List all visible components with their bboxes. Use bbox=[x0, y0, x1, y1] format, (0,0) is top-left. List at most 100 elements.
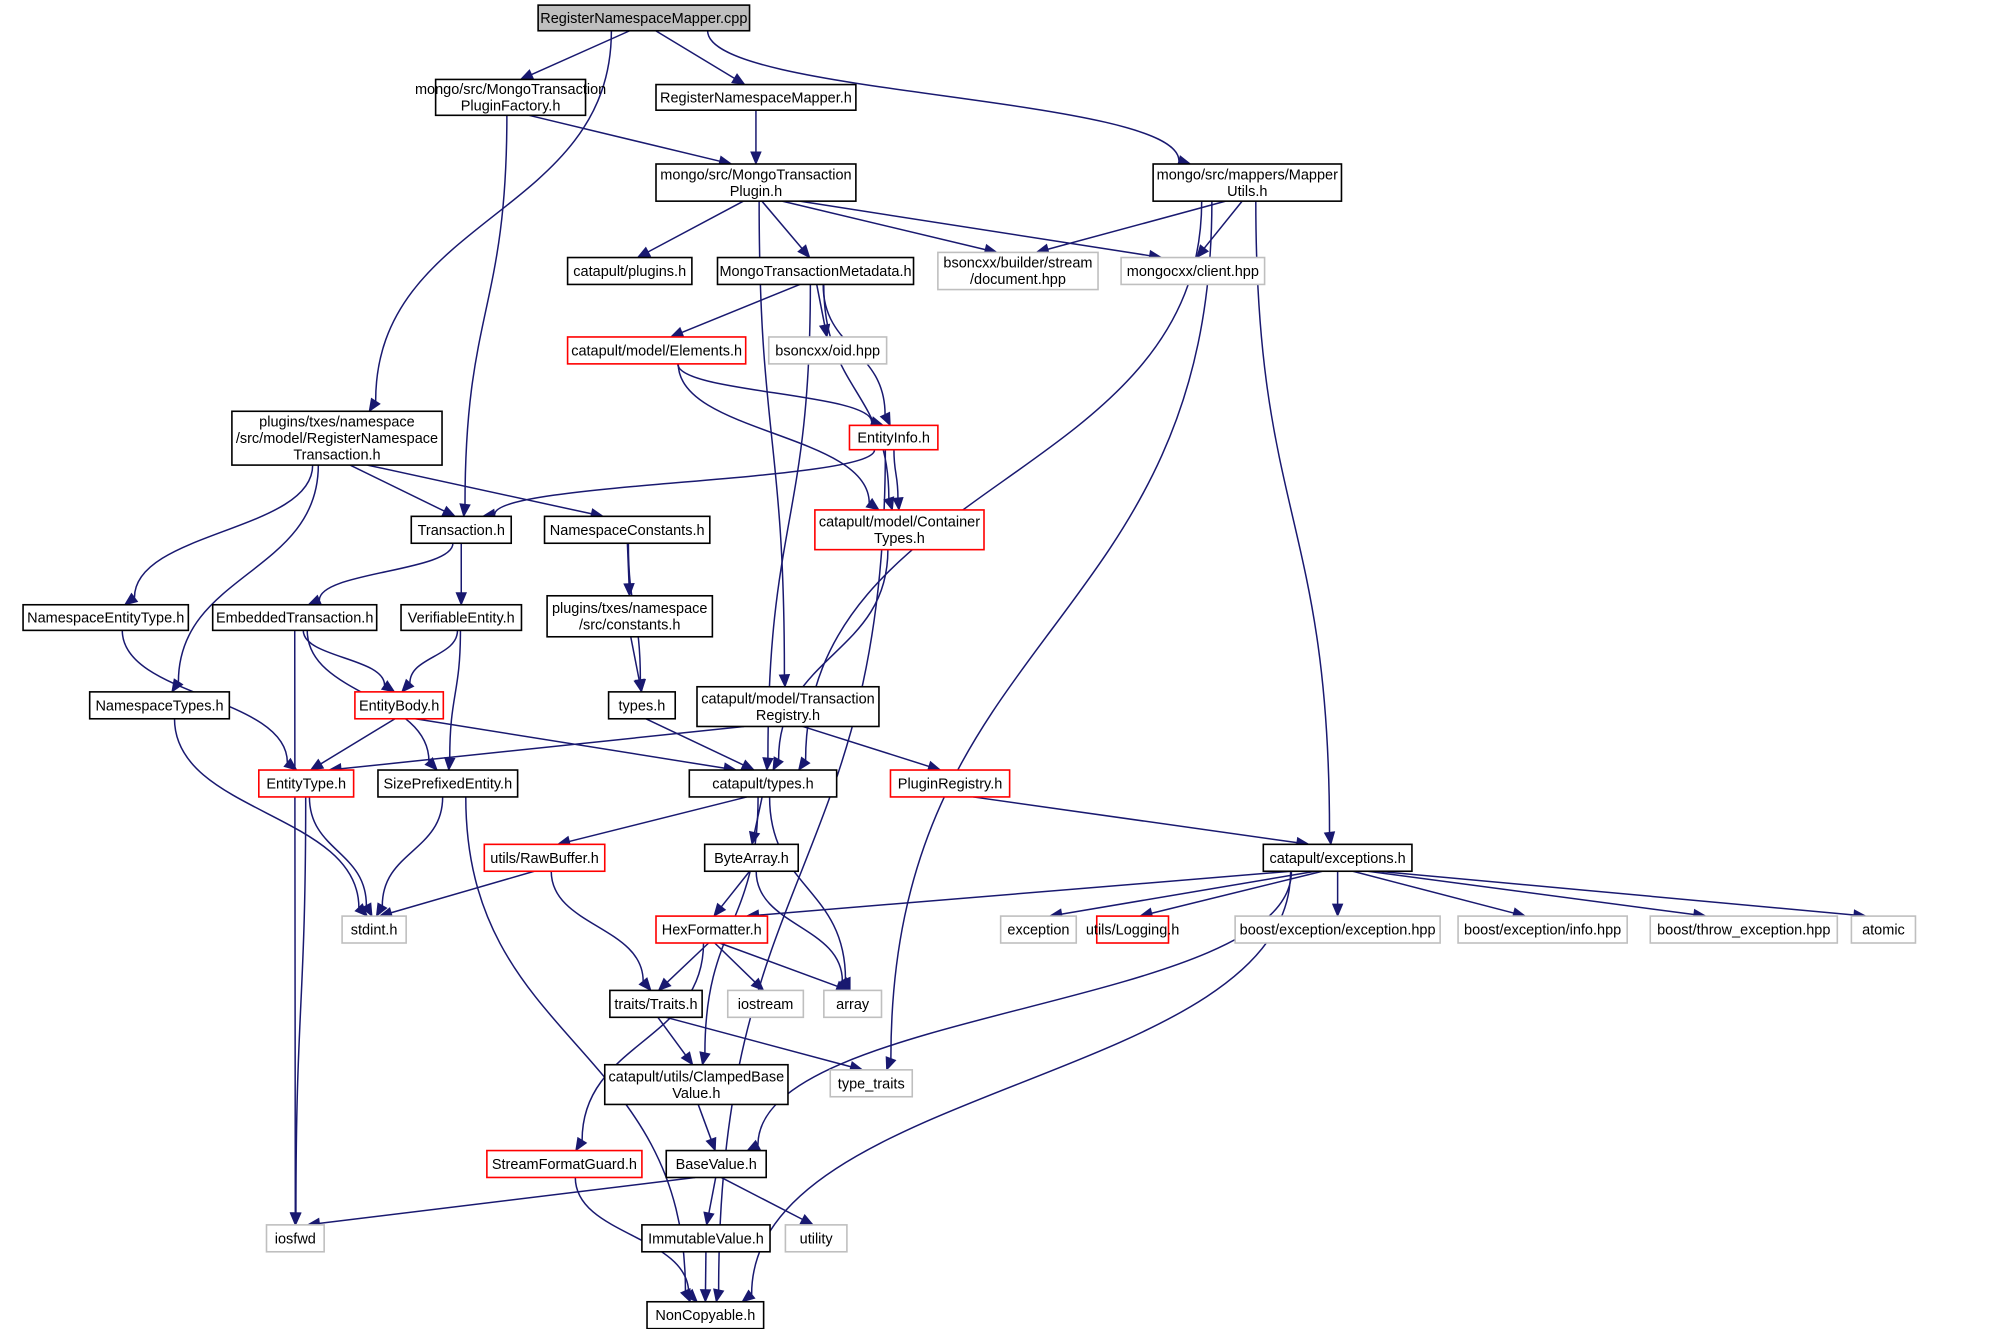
node-nsconst[interactable]: NamespaceConstants.h bbox=[543, 515, 711, 545]
edge-basevalue-to-utility bbox=[720, 1176, 815, 1226]
arrowhead-icon bbox=[441, 505, 457, 517]
node-label: traits/Traits.h bbox=[614, 997, 697, 1013]
edge-line bbox=[676, 363, 873, 423]
arrowhead-icon bbox=[123, 592, 139, 606]
node-label: StreamFormatGuard.h bbox=[492, 1157, 637, 1173]
node-rawbuffer[interactable]: utils/RawBuffer.h bbox=[483, 843, 606, 873]
node-typesh[interactable]: types.h bbox=[607, 691, 677, 720]
edge-line bbox=[717, 449, 887, 1290]
edge-line bbox=[574, 1177, 690, 1294]
edge-exceptions-to-hexformatter bbox=[745, 870, 1292, 921]
node-box bbox=[400, 603, 523, 632]
node-entitybody[interactable]: EntityBody.h bbox=[354, 691, 445, 720]
edge-line bbox=[714, 942, 756, 983]
node-streamguard[interactable]: StreamFormatGuard.h bbox=[486, 1149, 643, 1179]
node-array: array bbox=[823, 989, 883, 1019]
node-label: bsoncxx/builder/stream bbox=[943, 256, 1092, 272]
edge-line bbox=[665, 1016, 852, 1068]
node-label: /document.hpp bbox=[970, 272, 1066, 288]
arrowhead-icon bbox=[883, 496, 895, 512]
edge-line bbox=[630, 636, 640, 681]
node-label: plugins/txes/namespace bbox=[259, 415, 415, 431]
arrowhead-icon bbox=[657, 977, 672, 992]
node-box bbox=[607, 691, 677, 720]
node-label: catapult/model/Elements.h bbox=[571, 343, 742, 359]
node-box bbox=[1649, 915, 1839, 944]
arrowhead-icon bbox=[455, 592, 467, 607]
node-label: ByteArray.h bbox=[714, 851, 789, 867]
node-rnmh[interactable]: RegisterNamespaceMapper.h bbox=[655, 83, 857, 111]
node-entitytype[interactable]: EntityType.h bbox=[258, 769, 355, 798]
node-box bbox=[1850, 915, 1917, 944]
node-nstypes[interactable]: NamespaceTypes.h bbox=[88, 691, 231, 720]
edge-rawbuffer-to-traits bbox=[550, 871, 652, 992]
edge-txregistry-to-pluginregistry bbox=[802, 725, 942, 772]
node-immutable[interactable]: ImmutableValue.h bbox=[641, 1224, 771, 1253]
node-embedded[interactable]: EmbeddedTransaction.h bbox=[211, 603, 378, 632]
node-elements[interactable]: catapult/model/Elements.h bbox=[566, 336, 747, 365]
edge-line bbox=[464, 115, 508, 505]
node-box bbox=[1152, 163, 1343, 202]
node-metadata[interactable]: MongoTransactionMetadata.h bbox=[716, 256, 915, 286]
node-box bbox=[265, 1224, 325, 1253]
arrowhead-icon bbox=[638, 977, 652, 992]
edge-line bbox=[761, 200, 803, 249]
arrowhead-icon bbox=[797, 244, 811, 259]
arrowhead-icon bbox=[669, 326, 685, 338]
node-constants[interactable]: plugins/txes/namespace/src/constants.h bbox=[546, 594, 714, 638]
node-sizeprefixed[interactable]: SizePrefixedEntity.h bbox=[377, 769, 519, 798]
node-rntx[interactable]: plugins/txes/namespace/src/model/Registe… bbox=[231, 410, 443, 466]
node-label: plugins/txes/namespace bbox=[552, 601, 708, 617]
edge-line bbox=[308, 796, 368, 906]
edge-exceptions-to-noncopyable bbox=[741, 871, 1292, 1303]
node-transaction[interactable]: Transaction.h bbox=[410, 515, 513, 545]
edge-line bbox=[1352, 870, 1514, 914]
node-pluginregistry[interactable]: PluginRegistry.h bbox=[889, 769, 1011, 798]
node-exceptions[interactable]: catapult/exceptions.h bbox=[1262, 843, 1413, 873]
node-label: utils/Logging.h bbox=[1086, 923, 1180, 939]
arrowhead-icon bbox=[892, 497, 904, 512]
edge-line bbox=[409, 630, 459, 684]
node-traits[interactable]: traits/Traits.h bbox=[609, 989, 703, 1019]
node-factory[interactable]: mongo/src/MongoTransactionPluginFactory.… bbox=[415, 78, 606, 117]
node-noncopyable[interactable]: NonCopyable.h bbox=[646, 1300, 765, 1329]
edge-metadata-to-cattypes bbox=[762, 284, 812, 772]
edge-hexformatter-to-traits bbox=[657, 942, 710, 992]
node-stdint: stdint.h bbox=[341, 915, 407, 944]
node-cattypes[interactable]: catapult/types.h bbox=[688, 769, 838, 798]
node-box bbox=[688, 769, 838, 798]
node-logging[interactable]: utils/Logging.h bbox=[1086, 915, 1180, 944]
edge-line bbox=[767, 284, 812, 759]
node-hexformatter[interactable]: HexFormatter.h bbox=[655, 915, 769, 944]
node-plugins[interactable]: catapult/plugins.h bbox=[566, 256, 693, 286]
node-label: atomic bbox=[1862, 923, 1905, 939]
node-nsentitytype[interactable]: NamespaceEntityType.h bbox=[22, 603, 190, 632]
node-box bbox=[410, 515, 513, 545]
edge-line bbox=[1061, 870, 1316, 915]
node-bytearray[interactable]: ByteArray.h bbox=[703, 843, 800, 873]
edge-line bbox=[802, 725, 930, 768]
nodes-layer: RegisterNamespaceMapper.cppmongo/src/Mon… bbox=[22, 4, 1917, 1329]
node-entityinfo[interactable]: EntityInfo.h bbox=[848, 424, 939, 451]
arrowhead-icon bbox=[865, 497, 880, 511]
edge-line bbox=[973, 796, 1298, 844]
node-verifiable[interactable]: VerifiableEntity.h bbox=[400, 603, 523, 632]
node-label: RegisterNamespaceMapper.h bbox=[660, 90, 852, 106]
edge-line bbox=[1047, 200, 1226, 250]
node-basevalue[interactable]: BaseValue.h bbox=[665, 1149, 767, 1179]
node-boostinfo: boost/exception/info.hpp bbox=[1457, 915, 1628, 944]
node-label: BaseValue.h bbox=[676, 1157, 757, 1173]
node-box bbox=[609, 989, 703, 1019]
edge-entityinfo-to-noncopyable bbox=[713, 449, 887, 1304]
node-label: /src/model/RegisterNamespace bbox=[236, 431, 438, 447]
node-label: Transaction.h bbox=[293, 448, 380, 464]
node-label: /src/constants.h bbox=[579, 618, 681, 634]
edge-embedded-to-entitybody bbox=[302, 630, 396, 693]
node-box bbox=[486, 1149, 643, 1179]
arrowhead-icon bbox=[459, 503, 471, 518]
